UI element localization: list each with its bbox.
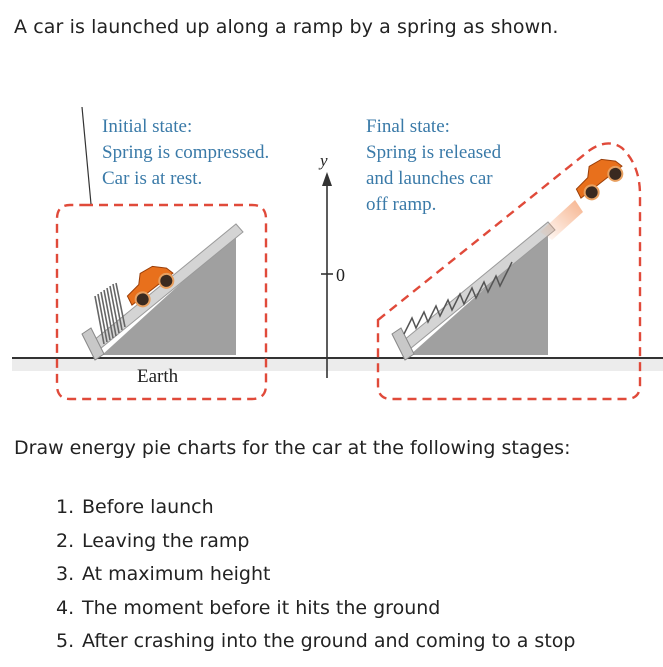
stage-item: 5. After crashing into the ground and com…: [0, 625, 575, 659]
stage-text: After crashing into the ground and comin…: [82, 630, 576, 652]
stage-number: 5.: [56, 630, 75, 652]
ramp-figure: Initial state: Spring is compressed. Car…: [0, 88, 663, 428]
final-label-line3: and launches car: [366, 168, 493, 189]
initial-state-panel: Initial state: Spring is compressed. Car…: [55, 106, 269, 401]
final-spring-stop: [391, 327, 415, 361]
problem-intro: A car is launched up along a ramp by a s…: [14, 16, 559, 38]
final-label-line1: Final state:: [366, 116, 450, 137]
final-label-line2: Spring is released: [366, 142, 502, 163]
stage-list: 1. Before launch 2. Leaving the ramp 3. At …: [0, 491, 575, 659]
final-extended-spring: [403, 261, 513, 335]
initial-label-line1: Initial state:: [102, 116, 192, 137]
final-system-boundary: [376, 142, 642, 401]
final-state-panel: Final state: Spring is released and laun…: [366, 116, 642, 401]
initial-label-line3: Car is at rest.: [102, 168, 202, 189]
initial-spring-stop: [81, 327, 105, 361]
stage-number: 1.: [56, 496, 75, 518]
stage-item: 3. At maximum height: [0, 558, 271, 592]
ramp-diagram: Initial state: Spring is compressed. Car…: [12, 106, 663, 401]
stage-text: At maximum height: [82, 563, 271, 585]
ground-shading: [12, 359, 663, 371]
stage-text: Leaving the ramp: [82, 529, 250, 552]
initial-system-boundary: [55, 203, 268, 401]
initial-car: [126, 265, 175, 308]
final-label-line4: off ramp.: [366, 194, 436, 215]
y-axis-zero: 0: [336, 265, 345, 285]
motion-trail: [540, 200, 583, 240]
y-axis: y 0: [318, 151, 345, 378]
stage-number: 4.: [56, 596, 75, 619]
problem-prompt: Draw energy pie charts for the car at th…: [14, 437, 571, 459]
stage-item: 4. The moment before it hits the ground: [0, 592, 440, 626]
stage-item: 2. Leaving the ramp: [0, 525, 250, 559]
ground-label: Earth: [137, 366, 179, 387]
initial-label-pointer: [81, 106, 92, 205]
stage-number: 2.: [56, 529, 75, 552]
final-car: [575, 158, 624, 201]
stage-item: 1. Before launch: [0, 491, 214, 525]
initial-label-line2: Spring is compressed.: [102, 142, 269, 163]
initial-compressed-spring: [94, 282, 126, 345]
stage-text: The moment before it hits the ground: [82, 596, 441, 619]
stage-number: 3.: [56, 563, 75, 585]
stage-text: Before launch: [82, 496, 214, 518]
y-axis-label: y: [318, 151, 328, 170]
